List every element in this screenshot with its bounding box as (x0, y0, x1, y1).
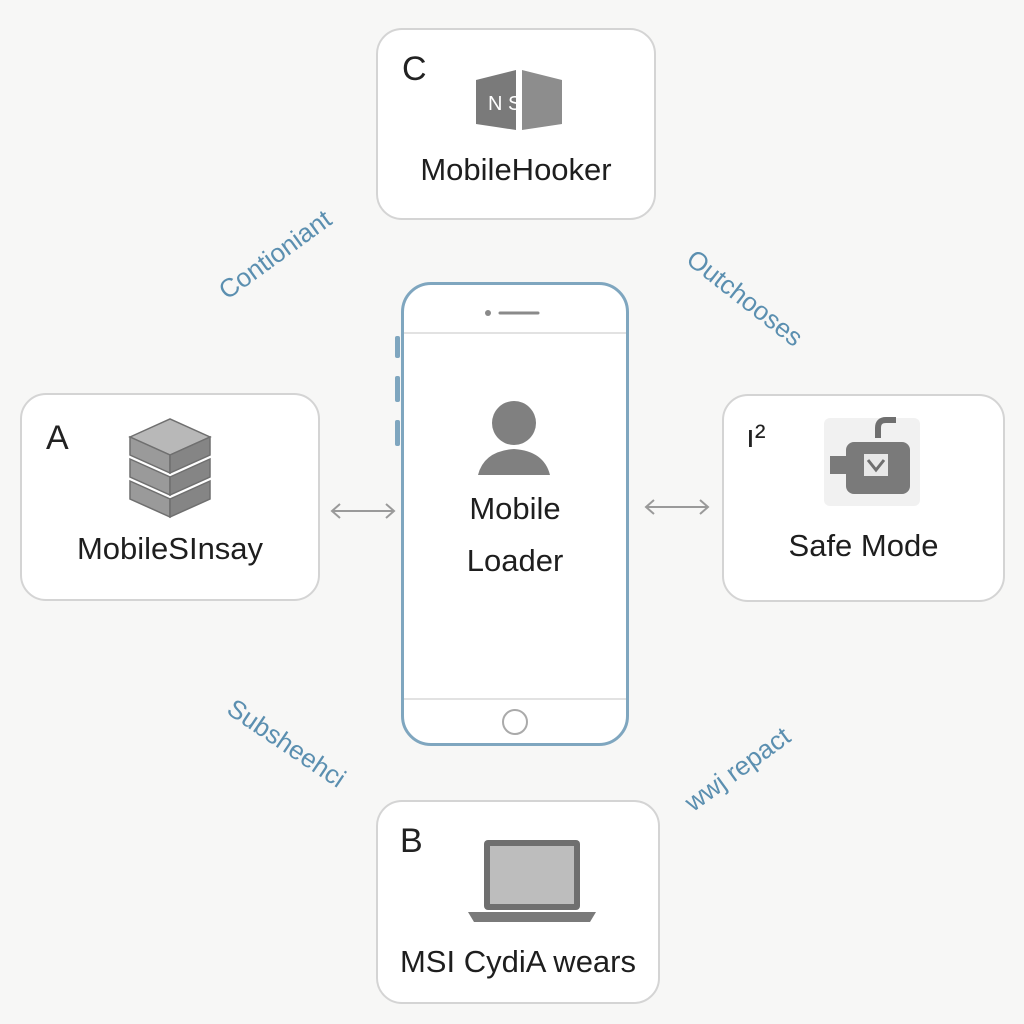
center-label-line1: Mobile (469, 491, 561, 526)
phone-details (404, 310, 626, 735)
laptop-icon (468, 840, 596, 922)
node-mobilehooker: C N S MobileHooker (376, 28, 656, 220)
node-mobilesinsay: A MobileSInsay (20, 393, 320, 601)
book-icon-letters: N S (488, 93, 521, 115)
node-safe-mode: ı² Safe Mode (722, 394, 1005, 602)
node-label: Safe Mode (788, 528, 939, 563)
phone-side-buttons (395, 336, 400, 446)
server-stack-icon (128, 418, 212, 519)
connector-label-top-left: Contioniant (212, 203, 337, 306)
node-letter: C (402, 50, 427, 88)
left-bidirectional-arrow (330, 503, 396, 519)
right-bidirectional-arrow (644, 499, 710, 515)
user-avatar-icon (478, 401, 550, 475)
node-label: MobileHooker (420, 152, 612, 187)
node-letter: A (46, 419, 69, 457)
node-label: MSI CydiA wears (399, 944, 636, 979)
book-icon: N S (476, 70, 562, 130)
mobile-loader-phone: Mobile Loader (401, 282, 629, 746)
connector-label-bottom-left: Subsheehci (221, 692, 352, 794)
node-label: MobileSInsay (76, 531, 264, 566)
node-letter: B (400, 822, 423, 860)
node-msi-cydia: B MSI CydiA wears (376, 800, 660, 1004)
connector-label-top-right: Outchooses (681, 243, 809, 353)
plug-connector-icon (824, 417, 920, 506)
center-label-line2: Loader (466, 543, 564, 578)
node-letter: ı² (746, 418, 766, 454)
connector-label-bottom-right: wwj repact (678, 720, 796, 818)
